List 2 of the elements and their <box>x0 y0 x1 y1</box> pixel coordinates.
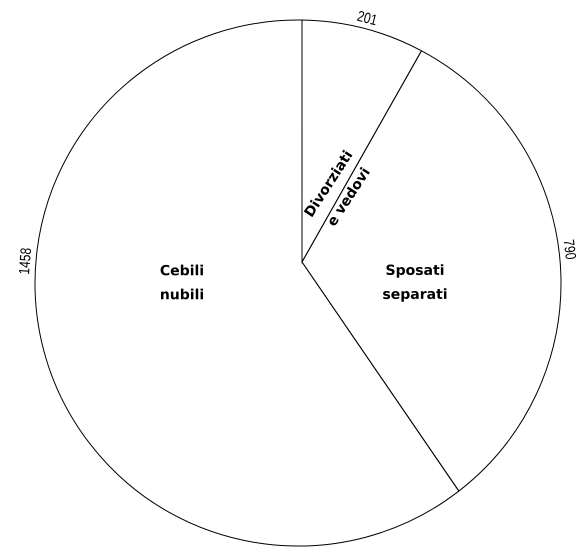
value-label: 1458 <box>18 248 31 274</box>
value-label: 790 <box>564 239 576 260</box>
